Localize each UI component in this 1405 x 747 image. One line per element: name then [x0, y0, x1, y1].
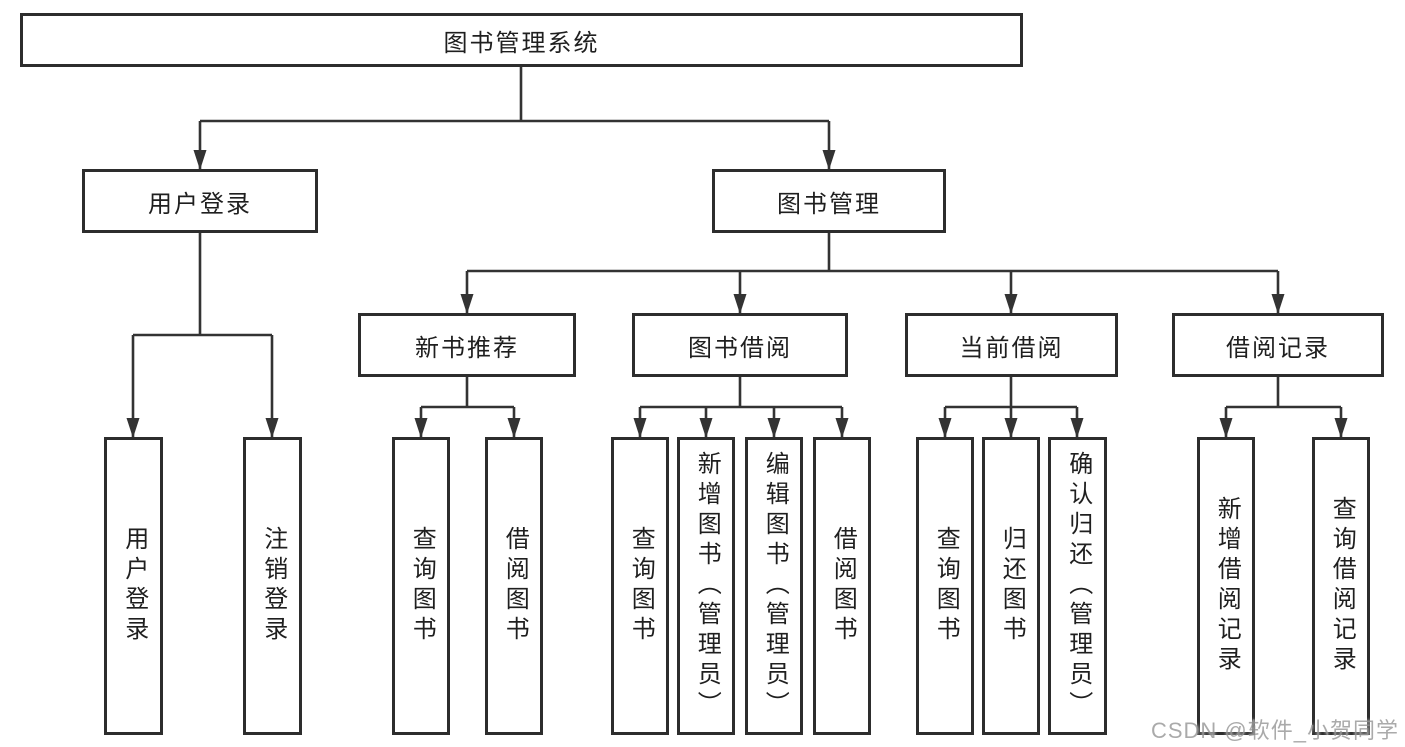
leaf-add-book-admin: 新增图书（管理员）: [677, 437, 735, 735]
connector-new-book-children: [414, 377, 521, 438]
leaf-query-book-3: 查询图书: [916, 437, 974, 735]
leaf-logout: 注销登录: [243, 437, 302, 735]
node-new-book-recommend: 新书推荐: [358, 313, 576, 377]
leaf-user-login: 用户登录: [104, 437, 163, 735]
leaf-query-book-2: 查询图书: [611, 437, 669, 735]
connector-current-borrow-children: [938, 377, 1084, 438]
node-user-login: 用户登录: [82, 169, 318, 233]
leaf-query-book-1: 查询图书: [392, 437, 450, 735]
leaf-return-book: 归还图书: [982, 437, 1040, 735]
connector-book-borrow-children: [633, 377, 849, 438]
node-book-borrow: 图书借阅: [632, 313, 848, 377]
leaf-edit-book-admin: 编辑图书（管理员）: [745, 437, 803, 735]
node-borrow-record: 借阅记录: [1172, 313, 1384, 377]
leaf-confirm-return-admin: 确认归还（管理员）: [1048, 437, 1107, 735]
connector-book-management-children: [460, 233, 1285, 314]
watermark: CSDN @软件_小贺同学: [1150, 718, 1399, 743]
leaf-borrow-book-1: 借阅图书: [485, 437, 543, 735]
node-current-borrow: 当前借阅: [905, 313, 1118, 377]
node-root: 图书管理系统: [20, 13, 1023, 67]
leaf-add-borrow-record: 新增借阅记录: [1197, 437, 1255, 735]
connector-user-login-children: [126, 233, 279, 438]
leaf-borrow-book-2: 借阅图书: [813, 437, 871, 735]
node-book-management: 图书管理: [712, 169, 946, 233]
leaf-query-borrow-record: 查询借阅记录: [1312, 437, 1370, 735]
connector-borrow-record-children: [1219, 377, 1348, 438]
connector-root-to-level2: [193, 67, 836, 170]
